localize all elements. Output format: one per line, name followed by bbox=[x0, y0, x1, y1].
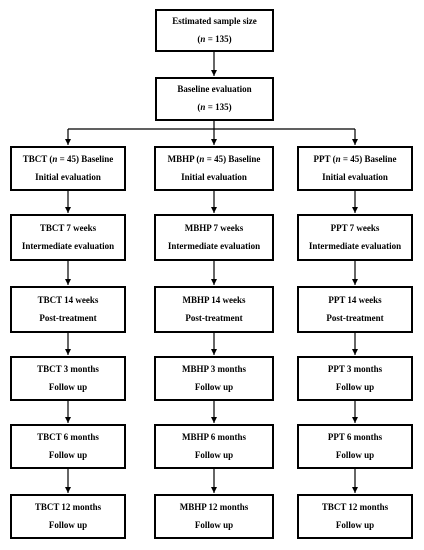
tbct-stage-title: TBCT 12 months bbox=[34, 501, 102, 512]
ppt-stage-title: TBCT 12 months bbox=[321, 501, 389, 512]
tbct-initial-subtitle: Initial evaluation bbox=[35, 171, 101, 182]
ppt-stage-title: PPT 7 weeks bbox=[330, 222, 380, 233]
mbhp-stage-subtitle: Follow up bbox=[194, 519, 234, 530]
tbct-stage-title: TBCT 14 weeks bbox=[37, 294, 99, 305]
baseline-evaluation-n: (n = 135) bbox=[197, 102, 232, 112]
ppt-initial-subtitle: Initial evaluation bbox=[322, 171, 388, 182]
ppt-stage-title: PPT 3 months bbox=[327, 363, 383, 374]
tbct-stage-title: TBCT 7 weeks bbox=[39, 222, 97, 233]
tbct-stage-subtitle: Post-treatment bbox=[39, 312, 97, 323]
estimated-sample-size-n: (n = 135) bbox=[197, 33, 232, 44]
tbct-stage-title: TBCT 6 months bbox=[37, 431, 99, 442]
mbhp-stage-title: MBHP 3 months bbox=[181, 363, 246, 374]
mbhp-stage-subtitle: Post-treatment bbox=[185, 312, 243, 323]
tbct-stage-subtitle: Follow up bbox=[48, 381, 88, 392]
tbct-stage-subtitle: Follow up bbox=[48, 519, 88, 530]
ppt-stage-title: PPT 6 months bbox=[327, 431, 383, 442]
tbct-stage-title: TBCT 3 months bbox=[37, 363, 99, 374]
ppt-stage-subtitle: Follow up bbox=[335, 381, 375, 392]
baseline-evaluation-label: Baseline evaluation bbox=[177, 84, 252, 95]
baseline-evaluation-box: Baseline evaluation (n = 135) bbox=[155, 77, 274, 121]
mbhp-stage-subtitle: Follow up bbox=[194, 381, 234, 392]
mbhp-stage-title: MBHP 12 months bbox=[179, 501, 249, 512]
mbhp-stage-subtitle: Intermediate evaluation bbox=[167, 240, 261, 251]
ppt-stage-subtitle: Post-treatment bbox=[326, 312, 384, 323]
mbhp-stage-title: MBHP 7 weeks bbox=[184, 222, 244, 233]
ppt-initial-header: PPT (n = 45) Baseline bbox=[313, 153, 397, 164]
ppt-stage-subtitle: Intermediate evaluation bbox=[308, 240, 402, 251]
mbhp-stage-subtitle: Follow up bbox=[194, 449, 234, 460]
ppt-stage-subtitle: Follow up bbox=[335, 449, 375, 460]
estimated-sample-size-box: Estimated sample size (n = 135) bbox=[155, 9, 274, 52]
tbct-stage-subtitle: Intermediate evaluation bbox=[21, 240, 115, 251]
ppt-stage-subtitle: Follow up bbox=[335, 519, 375, 530]
mbhp-stage-title: MBHP 6 months bbox=[181, 431, 246, 442]
mbhp-initial-header: MBHP (n = 45) Baseline bbox=[167, 153, 261, 164]
ppt-stage-title: PPT 14 weeks bbox=[328, 294, 382, 305]
mbhp-stage-title: MBHP 14 weeks bbox=[182, 294, 246, 305]
tbct-initial-header: TBCT (n = 45) Baseline bbox=[22, 153, 114, 164]
tbct-stage-subtitle: Follow up bbox=[48, 449, 88, 460]
mbhp-initial-subtitle: Initial evaluation bbox=[181, 171, 247, 182]
estimated-sample-size-label: Estimated sample size bbox=[172, 15, 257, 26]
